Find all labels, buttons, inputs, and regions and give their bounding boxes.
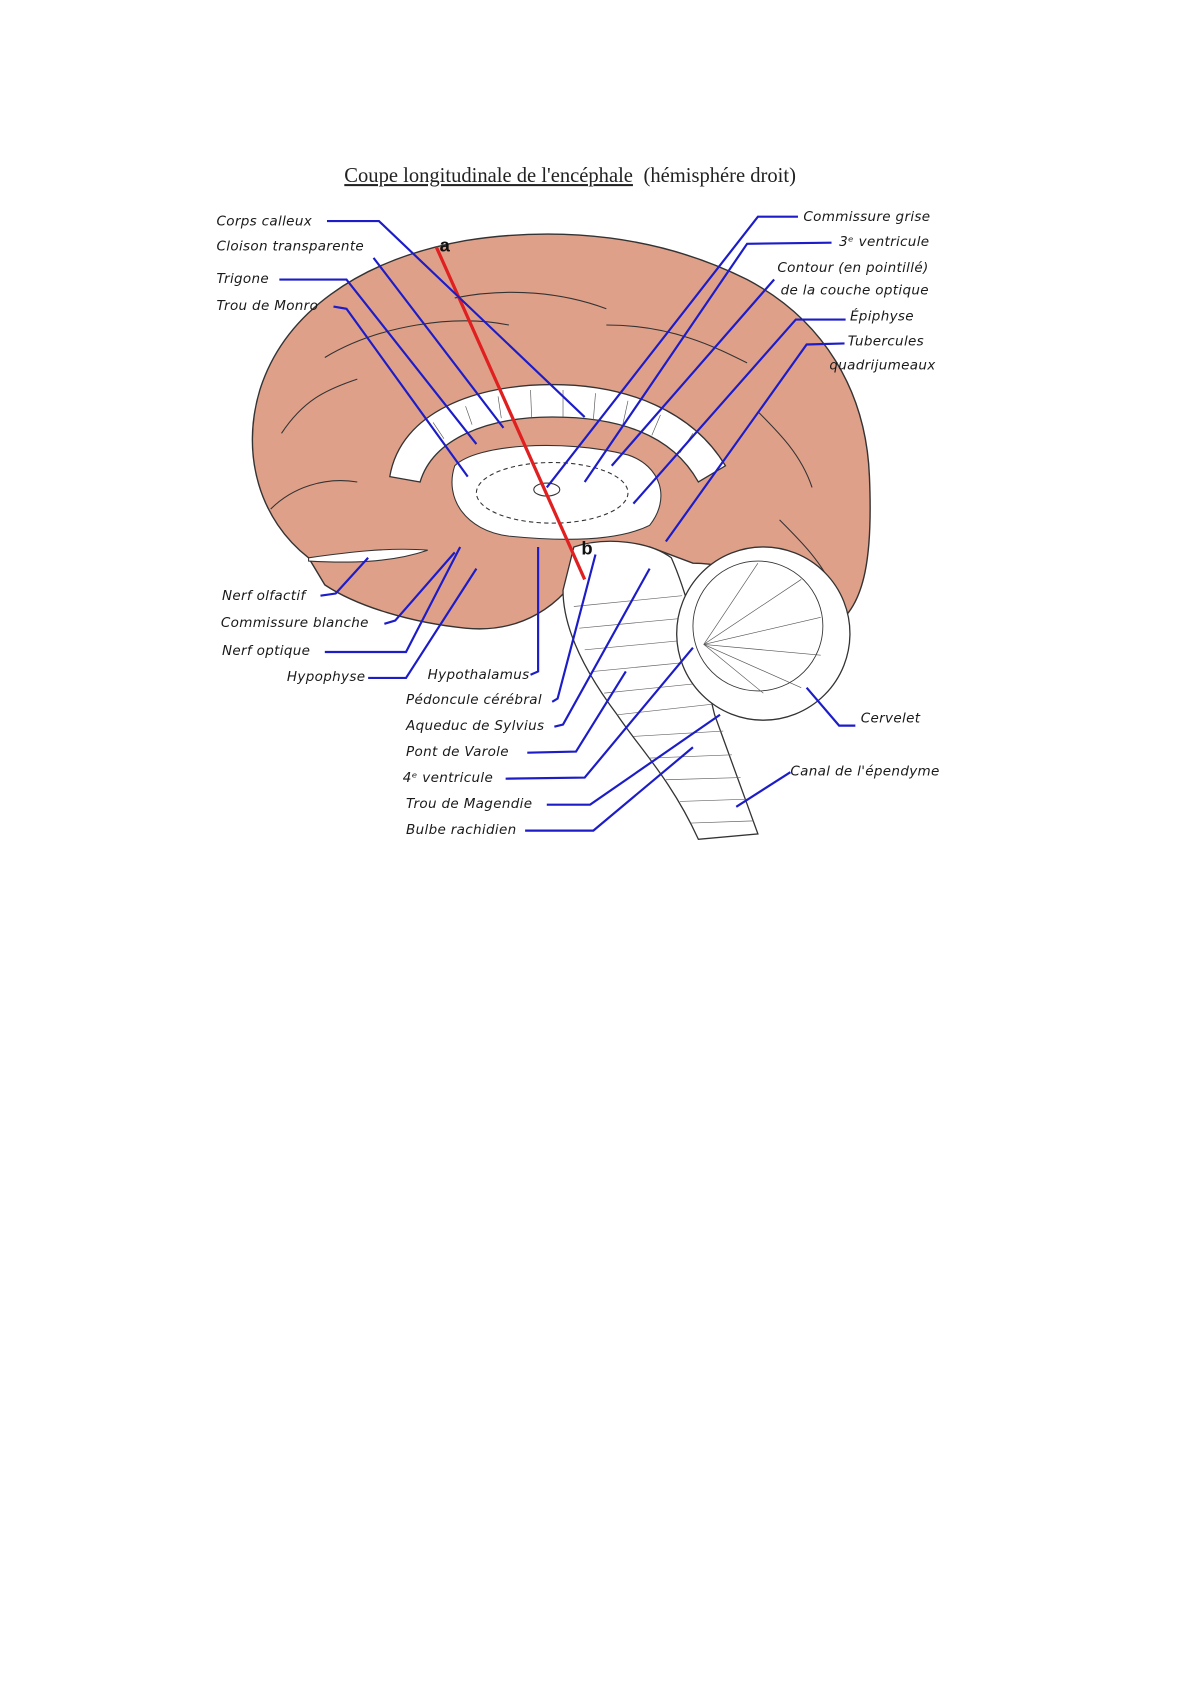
label-hypophyse: Hypophyse — [287, 669, 365, 685]
cerebellum — [676, 546, 851, 721]
diagram-title: Coupe longitudinale de l'encéphale (hémi… — [344, 165, 796, 187]
label-4e-ventricule: 4ᵉ ventricule — [403, 770, 493, 786]
cut-line-ab — [434, 246, 587, 581]
brainstem — [562, 540, 759, 840]
label-trou-de-monro: Trou de Monro — [217, 298, 319, 314]
label-aqueduc-de-sylvius: Aqueduc de Sylvius — [405, 718, 544, 734]
sulci — [270, 291, 835, 591]
label-epiphyse: Épiphyse — [850, 307, 914, 325]
label-tubercules-line2: quadrijumeaux — [829, 357, 936, 373]
label-pedoncule-cerebral: Pédoncule cérébral — [406, 692, 542, 708]
label-cervelet: Cervelet — [861, 710, 921, 726]
olfactory-nerve-shape — [308, 548, 428, 563]
label-canal-de-l-ependyme: Canal de l'épendyme — [790, 763, 939, 779]
label-3e-ventricule: 3ᵉ ventricule — [839, 234, 929, 250]
label-corps-calleux: Corps calleux — [217, 213, 313, 229]
label-bulbe-rachidien: Bulbe rachidien — [406, 822, 516, 838]
label-commissure-blanche: Commissure blanche — [221, 615, 369, 631]
label-hypothalamus: Hypothalamus — [428, 667, 530, 683]
label-trou-de-magendie: Trou de Magendie — [406, 796, 532, 812]
label-tubercules-line1: Tubercules — [848, 334, 924, 350]
label-cloison-transparente: Cloison transparente — [217, 238, 365, 254]
label-nerf-olfactif: Nerf olfactif — [222, 588, 307, 604]
label-contour-line2: de la couche optique — [781, 283, 929, 299]
label-pont-de-varole: Pont de Varole — [406, 744, 509, 760]
marker-b: b — [581, 538, 592, 559]
labels: Corps calleux Cloison transparente Trigo… — [217, 209, 940, 838]
marker-a: a — [440, 234, 451, 255]
cerebrum — [251, 233, 871, 630]
label-trigone: Trigone — [217, 271, 270, 287]
thalamus-contour — [475, 461, 629, 524]
label-nerf-optique: Nerf optique — [222, 643, 310, 659]
title-main: Coupe longitudinale de l'encéphale — [344, 165, 633, 187]
title-suffix: (hémisphére droit) — [644, 165, 796, 187]
leader-lines — [279, 215, 856, 832]
label-contour-line1: Contour (en pointillé) — [777, 260, 928, 276]
label-commissure-grise: Commissure grise — [803, 209, 930, 225]
